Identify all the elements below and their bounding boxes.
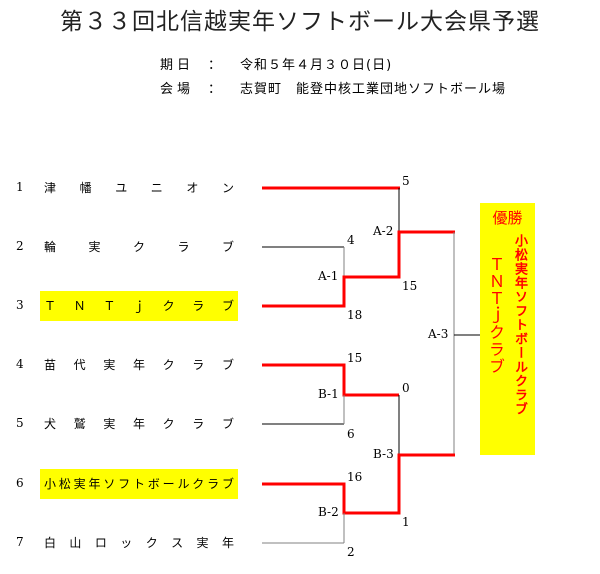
team-7-name: 白山ロックス実年 [44, 536, 234, 550]
match-a2-label: A-2 [373, 224, 394, 238]
team-1-name: 津幡ユニオン [44, 181, 234, 195]
match-a1-label: A-1 [318, 269, 339, 283]
venue-value: 志賀町 能登中核工業団地ソフトボール場 [240, 82, 507, 97]
team-4-name: 苗代実年クラブ [44, 358, 234, 372]
b3-top-score: 0 [402, 381, 410, 395]
team4-winner-path [262, 363, 399, 397]
b2-top-score: 16 [347, 470, 363, 484]
match-b3-label: B-3 [373, 447, 394, 461]
b1-top-score: 15 [347, 351, 363, 365]
team3-winner-path [262, 230, 455, 308]
seed-5: 5 [16, 416, 24, 430]
team-2-name: 輪実クラブ [44, 240, 234, 254]
date-value: 令和５年４月３０日(日) [240, 58, 393, 73]
a1-bottom-score: 18 [347, 308, 363, 322]
a2-top-score: 5 [402, 174, 410, 188]
winner-label: 優勝 [492, 209, 523, 227]
seed-4: 4 [16, 357, 24, 371]
seed-3: 3 [16, 298, 24, 312]
winner-box [480, 203, 535, 455]
match-b2-label: B-2 [318, 505, 339, 519]
b1-bottom-score: 6 [347, 427, 355, 441]
seed-6: 6 [16, 476, 24, 490]
match-a3-label: A-3 [428, 327, 449, 341]
seed-2: 2 [16, 239, 24, 253]
a1-top-score: 4 [347, 233, 355, 247]
page-title: 第３３回北信越実年ソフトボール大会県予選 [60, 9, 540, 35]
match-b1-label: B-1 [318, 387, 339, 401]
b3-bottom-score: 1 [402, 515, 410, 529]
venue-label: 会場 [160, 82, 195, 97]
b2-bottom-score: 2 [347, 545, 355, 559]
date-label: 期日 [160, 58, 195, 73]
winner-team-right: 小松実年ソフトボールクラブ [512, 234, 527, 416]
seed-7: 7 [16, 535, 24, 549]
winner-team-left: ＴＮＴｊクラブ [486, 256, 505, 375]
date-colon: ： [208, 58, 222, 73]
team-6-name: 小松実年ソフトボールクラブ [40, 469, 238, 499]
team-5-name: 犬鷲実年クラブ [44, 417, 234, 431]
seed-1: 1 [16, 180, 24, 194]
venue-colon: ： [208, 82, 222, 97]
a2-bottom-score: 15 [402, 279, 418, 293]
team6-winner-path [262, 453, 455, 515]
